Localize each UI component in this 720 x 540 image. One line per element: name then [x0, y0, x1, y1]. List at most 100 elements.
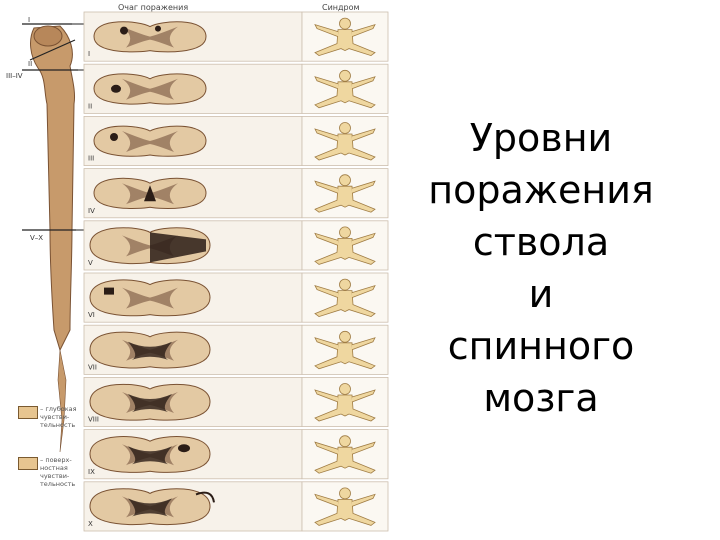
- lesion-focus: [150, 232, 206, 263]
- level-row: VI: [83, 272, 389, 323]
- level-label: X: [88, 520, 93, 528]
- syndrome-left-arm: [314, 337, 339, 351]
- brainstem-top: [33, 25, 63, 47]
- level-label: VI: [88, 311, 95, 319]
- title-line: и: [528, 272, 554, 316]
- syndrome-body: [314, 290, 376, 318]
- syndrome-head: [339, 226, 351, 239]
- level-row: IX: [83, 429, 389, 480]
- syndrome-right-arm: [351, 128, 376, 142]
- level-label: I: [88, 50, 90, 58]
- title-line: Уровни: [469, 116, 613, 160]
- syndrome-right-arm: [351, 180, 376, 194]
- level-row: IV: [83, 168, 389, 219]
- cord-line-ii: [29, 39, 76, 61]
- level-row: VII: [83, 324, 389, 375]
- syndrome-right-arm: [351, 76, 376, 90]
- syndrome-left-arm: [314, 389, 339, 403]
- lesion-focus: [110, 133, 118, 141]
- lesion-focus: [120, 26, 128, 35]
- title-line: ствола: [472, 220, 610, 264]
- grey-matter: [122, 78, 178, 100]
- syndrome-right-arm: [351, 337, 376, 351]
- syndrome-head: [339, 278, 351, 291]
- lesion-focus: [178, 444, 190, 453]
- syndrome-left-arm: [314, 441, 339, 455]
- lesion-focus: [128, 498, 172, 517]
- syndrome-right-arm: [351, 441, 376, 455]
- lesion-focus: [104, 287, 114, 295]
- title-line: спинного: [447, 324, 635, 368]
- syndrome-body: [314, 342, 376, 370]
- spinal-cord-taper: [57, 349, 67, 453]
- syndrome-right-arm: [351, 493, 376, 507]
- lesion-focus: [128, 394, 172, 412]
- level-label: IX: [88, 468, 95, 476]
- lesion-focus: [155, 25, 161, 32]
- syndrome-right-arm: [351, 232, 376, 246]
- syndrome-head: [339, 17, 351, 30]
- deep-sensitivity-label: – глубокая чувстви- тельность: [40, 405, 77, 429]
- title-line: мозга: [483, 376, 599, 420]
- lesion-focus: [195, 491, 215, 503]
- syndrome-head: [339, 435, 351, 448]
- lesion-focus: [111, 84, 121, 93]
- syndrome-head: [339, 487, 351, 500]
- syndrome-right-arm: [351, 284, 376, 298]
- level-label: II: [88, 102, 92, 110]
- syndrome-head: [339, 122, 351, 134]
- syndrome-body: [314, 394, 376, 422]
- syndrome-column-header: Синдром: [322, 3, 360, 12]
- lesion-focus: [128, 341, 172, 360]
- level-row: III: [83, 116, 389, 167]
- lesion-focus: [144, 185, 156, 202]
- syndrome-body: [314, 446, 376, 474]
- level-label: III: [88, 155, 94, 163]
- spinal-cord-silhouette: [30, 25, 75, 352]
- syndrome-left-arm: [314, 232, 339, 246]
- surface-sensitivity-swatch: [18, 457, 38, 470]
- cord-mark-iii-iv: III–IV: [6, 72, 23, 80]
- syndrome-left-arm: [314, 76, 339, 90]
- level-row: V: [83, 220, 389, 271]
- syndrome-left-arm: [314, 180, 339, 194]
- syndrome-right-arm: [351, 23, 376, 37]
- syndrome-head: [339, 330, 351, 343]
- level-row: II: [83, 63, 389, 114]
- syndrome-left-arm: [314, 284, 339, 298]
- lesion-focus: [128, 446, 172, 465]
- level-label: VII: [88, 363, 97, 371]
- level-label: IV: [88, 207, 95, 215]
- lesion-column-header: Очаг поражения: [118, 3, 189, 12]
- syndrome-body: [314, 133, 376, 161]
- level-row: I: [83, 11, 389, 62]
- syndrome-body: [314, 185, 376, 213]
- level-row: X: [83, 481, 389, 532]
- surface-sensitivity-label: – поверх- ностная чувстви- тельность: [40, 456, 76, 488]
- deep-sensitivity-swatch: [18, 406, 38, 419]
- level-row: VIII: [83, 376, 389, 427]
- syndrome-right-arm: [351, 389, 376, 403]
- syndrome-head: [339, 383, 351, 395]
- grey-matter: [122, 131, 178, 152]
- title-line: поражения: [428, 168, 654, 212]
- level-label: VIII: [88, 416, 99, 424]
- cord-mark-i: I: [28, 16, 30, 24]
- syndrome-head: [339, 174, 351, 187]
- syndrome-body: [314, 29, 376, 57]
- grey-matter: [122, 287, 178, 309]
- syndrome-left-arm: [314, 493, 339, 507]
- syndrome-left-arm: [314, 128, 339, 142]
- syndrome-body: [314, 81, 376, 109]
- syndrome-left-arm: [314, 23, 339, 37]
- syndrome-body: [314, 499, 376, 526]
- cord-mark-ii: II: [28, 60, 32, 68]
- level-label: V: [88, 259, 93, 267]
- slide-title: Уровни поражения ствола и спинного мозга: [400, 112, 682, 424]
- syndrome-body: [314, 238, 376, 265]
- cord-mark-v-x: V–X: [30, 234, 43, 242]
- syndrome-head: [339, 69, 351, 82]
- grey-matter: [122, 26, 178, 48]
